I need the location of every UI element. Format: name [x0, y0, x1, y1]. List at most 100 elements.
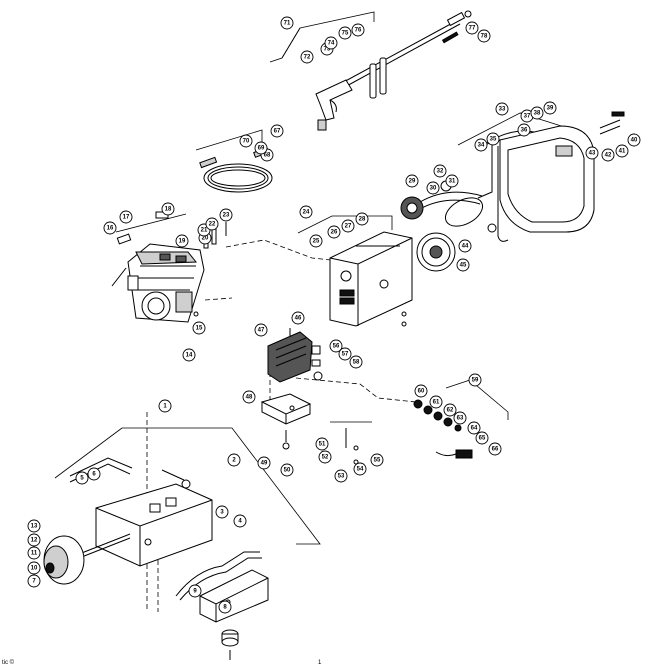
callout-18: 18	[161, 202, 175, 216]
callout-number: 7	[32, 579, 36, 585]
callout-4: 4	[233, 514, 247, 528]
callout-19: 19	[175, 234, 189, 248]
callout-number: 72	[304, 55, 311, 61]
callout-number: 37	[524, 114, 531, 120]
callout-circle	[405, 174, 419, 188]
callout-1: 1	[158, 399, 172, 413]
callout-circle	[465, 21, 479, 35]
callout-58: 58	[349, 355, 363, 369]
callout-circle	[341, 219, 355, 233]
callout-number: 57	[342, 352, 349, 358]
callout-number: 78	[481, 34, 488, 40]
callout-number: 67	[274, 129, 281, 135]
callout-41: 41	[615, 144, 629, 158]
callout-15: 15	[192, 321, 206, 335]
callout-25: 25	[309, 234, 323, 248]
callout-number: 76	[355, 28, 362, 34]
callout-circle	[27, 574, 41, 588]
callout-circle	[517, 123, 531, 137]
callout-number: 17	[123, 215, 130, 221]
callout-33: 33	[495, 102, 509, 116]
callout-26: 26	[327, 225, 341, 239]
callout-circle	[324, 36, 338, 50]
callout-61: 61	[429, 395, 443, 409]
callout-number: 30	[430, 186, 437, 192]
callout-16: 16	[103, 221, 117, 235]
callout-55: 55	[370, 453, 384, 467]
callout-circle	[300, 50, 314, 64]
callout-number: 59	[472, 378, 479, 384]
callout-78: 78	[477, 29, 491, 43]
callout-number: 33	[499, 107, 506, 113]
callout-number: 48	[246, 395, 253, 401]
callout-35: 35	[486, 132, 500, 146]
callout-57: 57	[338, 347, 352, 361]
callout-circle	[468, 373, 482, 387]
wheel	[43, 535, 85, 585]
callout-number: 63	[457, 416, 464, 422]
callout-32: 32	[433, 164, 447, 178]
callout-77: 77	[465, 21, 479, 35]
callout-circle	[280, 16, 294, 30]
callout-number: 74	[328, 41, 335, 47]
callout-6: 6	[87, 467, 101, 481]
callout-44: 44	[458, 239, 472, 253]
callout-number: 40	[631, 138, 638, 144]
callout-circle	[257, 456, 271, 470]
callout-circle	[215, 505, 229, 519]
callout-circle	[477, 29, 491, 43]
callout-circle	[349, 355, 363, 369]
callout-number: 42	[605, 153, 612, 159]
callout-circle	[426, 181, 440, 195]
callout-number: 27	[345, 224, 352, 230]
callout-circle	[543, 101, 557, 115]
callout-number: 19	[179, 239, 186, 245]
callout-22: 22	[205, 217, 219, 231]
callout-number: 26	[331, 230, 338, 236]
callout-circle	[254, 141, 268, 155]
callout-circle	[280, 463, 294, 477]
callout-51: 51	[315, 437, 329, 451]
footer-left-text: tic ©	[2, 659, 15, 666]
pump-assembly	[267, 328, 323, 383]
callout-10: 10	[27, 561, 41, 575]
callout-71: 71	[280, 16, 294, 30]
callout-9: 9	[188, 584, 202, 598]
callout-69: 69	[254, 141, 268, 155]
callout-circle	[233, 514, 247, 528]
callout-number: 36	[521, 128, 528, 134]
callout-number: 65	[479, 436, 486, 442]
callout-circle	[218, 600, 232, 614]
callout-43: 43	[585, 146, 599, 160]
callout-47: 47	[254, 323, 268, 337]
callout-circle	[119, 210, 133, 224]
pump-bracket	[260, 393, 359, 465]
callout-number: 16	[107, 226, 114, 232]
callout-circle	[453, 411, 467, 425]
engine-assembly	[111, 243, 205, 323]
callout-circle	[219, 208, 233, 222]
callout-number: 51	[319, 442, 326, 448]
callout-number: 10	[31, 566, 38, 572]
callout-42: 42	[601, 148, 615, 162]
callout-number: 47	[258, 328, 265, 334]
callout-number: 21	[201, 228, 208, 234]
callout-circle	[291, 311, 305, 325]
callout-17: 17	[119, 210, 133, 224]
callout-11: 11	[27, 546, 41, 560]
callout-circle	[474, 138, 488, 152]
callout-circle	[299, 205, 313, 219]
callout-circle	[488, 442, 502, 456]
callout-circle	[475, 431, 489, 445]
callout-39: 39	[543, 101, 557, 115]
callout-circle	[87, 467, 101, 481]
callout-34: 34	[474, 138, 488, 152]
callout-circle	[627, 133, 641, 147]
callout-number: 69	[258, 146, 265, 152]
callout-49: 49	[257, 456, 271, 470]
callout-circle	[429, 395, 443, 409]
callout-number: 68	[264, 153, 271, 159]
accessory-kit	[413, 399, 473, 459]
callout-circle	[615, 144, 629, 158]
